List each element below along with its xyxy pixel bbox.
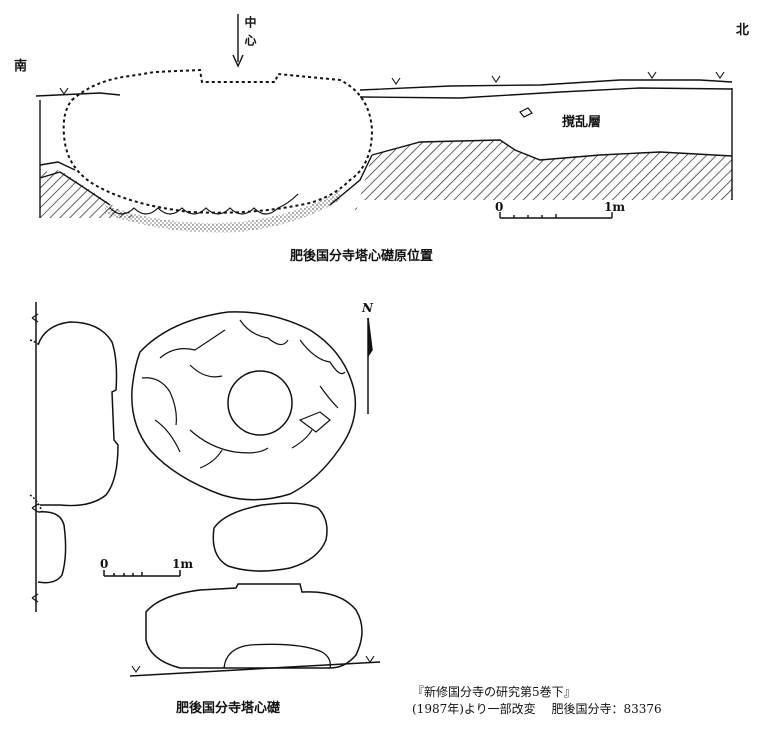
- section-scale-bar-icon: [499, 212, 613, 219]
- middle-stone: [212, 502, 328, 572]
- section-scale-zero: 0: [495, 200, 504, 214]
- source-title: 『新修国分寺の研究第5巻下』: [412, 685, 576, 699]
- left-lower-stone: [37, 511, 67, 584]
- disturbed-layer-label: 撹乱層: [562, 115, 602, 130]
- hatched-subsoil-right: [355, 140, 732, 215]
- plan-scale-zero: 0: [100, 557, 109, 571]
- plan-scale-one: 1m: [172, 557, 194, 571]
- plan-north-label: N: [362, 301, 373, 315]
- section-drawing: [35, 14, 733, 233]
- north-arrow-icon: [367, 317, 373, 414]
- cornerstone-outline-dotted: [62, 68, 374, 214]
- plan-drawing: [29, 302, 381, 677]
- hatched-subsoil-left: [40, 170, 140, 218]
- section-caption: 肥後国分寺塔心礎原位置: [290, 249, 434, 264]
- plan-caption: 肥後国分寺塔心礎: [176, 701, 281, 716]
- north-label: 北: [736, 23, 750, 38]
- bottom-stone: [145, 583, 363, 669]
- section-scale-one: 1m: [604, 200, 626, 214]
- source-detail: (1987年)より一部改変 肥後国分寺：83376: [412, 702, 662, 716]
- south-label: 南: [14, 59, 28, 74]
- left-stone: [37, 321, 119, 507]
- stippled-pit-bottom: [105, 190, 340, 233]
- center-label: 中心: [243, 16, 257, 52]
- plan-scale-bar-icon: [103, 570, 181, 577]
- main-cornerstone: [131, 311, 357, 501]
